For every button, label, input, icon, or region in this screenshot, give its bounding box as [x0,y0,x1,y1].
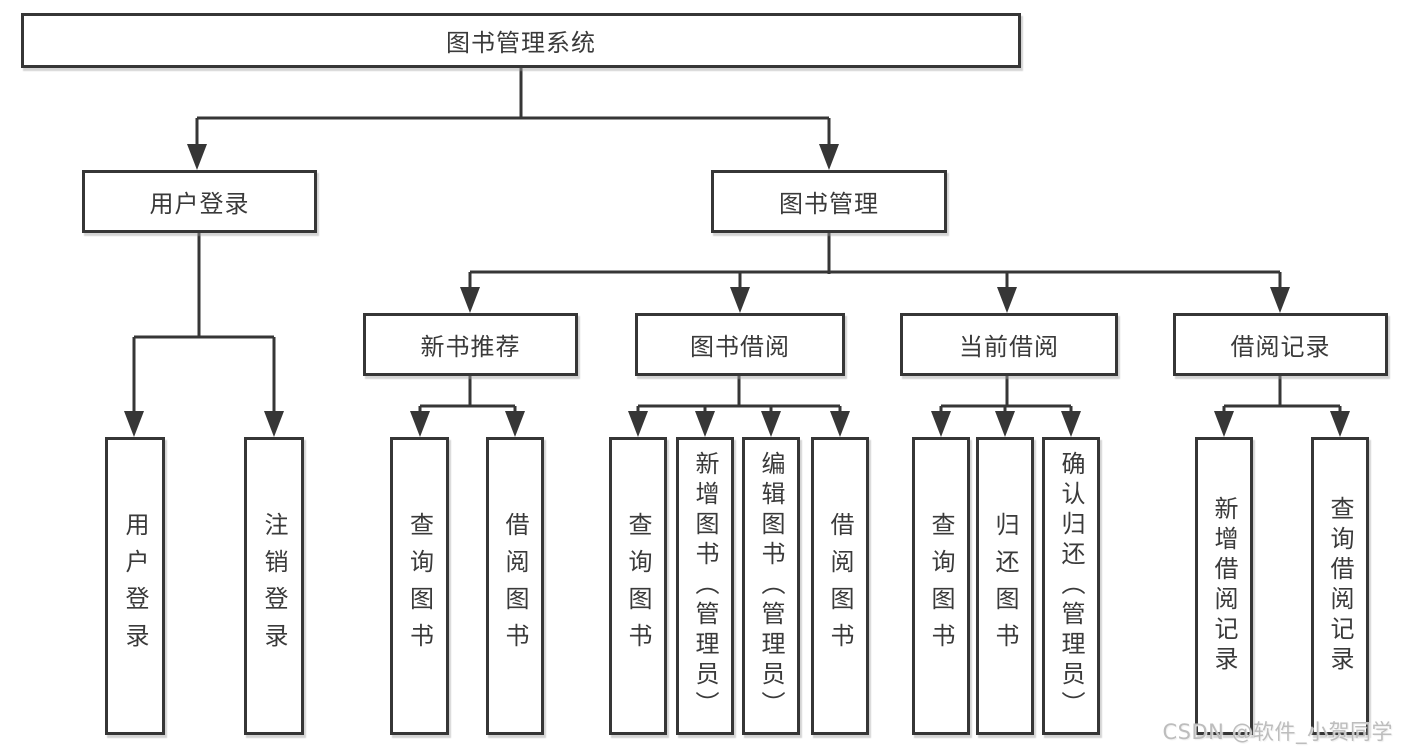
connector-book-borrowing [636,376,842,412]
leaf-label: 查询借阅记录 [1326,496,1354,676]
arrowheads-new-book-recommendation [410,411,525,437]
leaf-borrow-books-recommend: 借阅图书 [486,437,544,735]
leaf-label: 注销登录 [260,512,288,660]
node-label: 图书借阅 [690,333,790,361]
node-new-book-recommendation: 新书推荐 [363,313,578,376]
leaf-label: 新增图书（管理员） [691,451,719,721]
leaf-confirm-return-admin: 确认归还（管理员） [1042,437,1100,735]
node-label: 图书管理 [779,190,879,218]
node-label: 借阅记录 [1230,333,1331,361]
leaf-label: 借阅图书 [826,512,854,660]
node-book-management: 图书管理 [711,170,947,233]
leaf-label: 确认归还（管理员） [1057,451,1085,721]
connector-new-book-recommendation [418,376,517,412]
arrowheads-borrowing-records [1214,411,1350,437]
connector-current-borrowing [939,376,1073,412]
connector-root [195,68,831,145]
connector-book-management [468,233,1282,288]
leaf-label: 新增借阅记录 [1210,496,1238,676]
node-label: 图书管理系统 [446,29,596,57]
leaf-user-login: 用户登录 [105,437,165,735]
node-label: 当前借阅 [959,333,1059,361]
leaf-label: 归还图书 [991,512,1019,660]
node-library-management-system: 图书管理系统 [21,13,1021,68]
leaf-query-borrow-record: 查询借阅记录 [1311,437,1369,735]
node-borrowing-records: 借阅记录 [1173,313,1388,376]
arrowheads-book-borrowing [628,411,850,437]
leaf-query-books-current: 查询图书 [912,437,970,735]
arrowheads-current-borrowing [931,411,1081,437]
node-book-borrowing: 图书借阅 [635,313,845,376]
node-user-login: 用户登录 [82,170,317,233]
leaf-add-book-admin: 新增图书（管理员） [676,437,734,735]
leaf-label: 查询图书 [405,512,434,660]
leaf-label: 用户登录 [121,512,149,660]
leaf-label: 查询图书 [624,512,652,660]
leaf-query-books-borrowing: 查询图书 [609,437,667,735]
leaf-add-borrow-record: 新增借阅记录 [1195,437,1253,735]
node-label: 用户登录 [149,190,250,218]
arrowheads-user-login [124,411,284,437]
leaf-label: 查询图书 [927,512,955,660]
connector-user-login [132,233,276,412]
connector-borrowing-records [1222,376,1342,412]
leaf-label: 借阅图书 [501,512,529,660]
leaf-logout: 注销登录 [244,437,304,735]
arrowheads-root [187,144,839,170]
node-current-borrowing: 当前借阅 [900,313,1118,376]
arrowheads-book-management [460,287,1290,313]
leaf-edit-book-admin: 编辑图书（管理员） [742,437,800,735]
leaf-label: 编辑图书（管理员） [757,451,785,721]
leaf-borrow-books: 借阅图书 [811,437,869,735]
leaf-return-books: 归还图书 [976,437,1034,735]
node-label: 新书推荐 [420,333,521,361]
leaf-query-books-recommend: 查询图书 [390,437,449,735]
watermark: CSDN @软件_小贺同学 [1162,720,1393,744]
